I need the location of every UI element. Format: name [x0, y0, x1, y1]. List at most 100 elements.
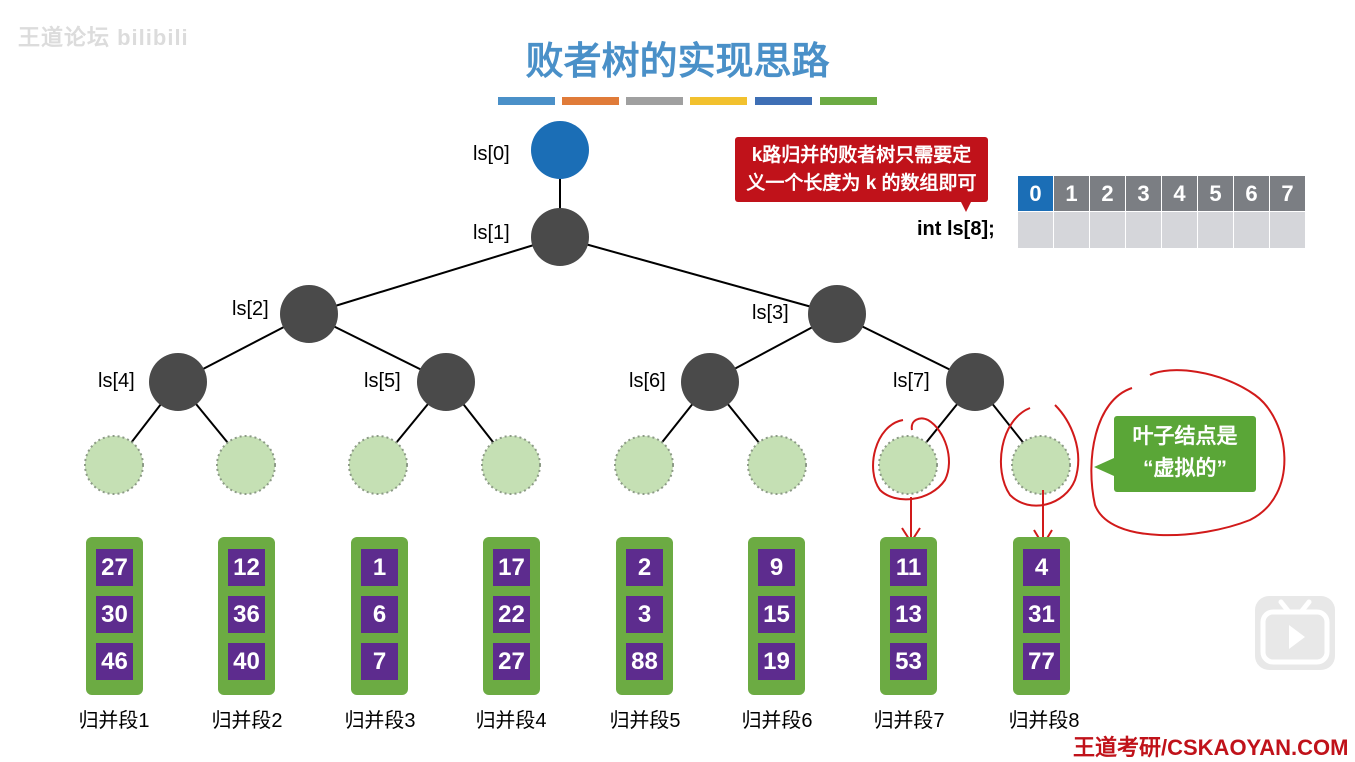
run-label-5: 归并段5 — [609, 710, 681, 732]
ls-array-index: 0 — [1017, 175, 1054, 212]
ls-array-index: 5 — [1197, 175, 1234, 212]
node-label-ls1: ls[1] — [473, 222, 510, 244]
run-label-6: 归并段6 — [741, 710, 813, 732]
handwritten-annotations — [872, 369, 1286, 547]
tree-node-3 — [808, 285, 866, 343]
run-cell: 46 — [96, 643, 133, 680]
run-cell: 40 — [228, 643, 265, 680]
node-label-ls4: ls[4] — [98, 370, 135, 392]
play-icon — [1260, 599, 1330, 665]
merge-run-6: 9 15 19 — [748, 537, 805, 695]
ls-array-index: 2 — [1089, 175, 1126, 212]
ls-array-value — [1089, 211, 1126, 249]
virtual-leaf-5 — [614, 435, 674, 495]
ls-array-index-row: 0 1 2 3 4 5 6 7 — [1017, 175, 1306, 212]
tree-node-7 — [946, 353, 1004, 411]
run-cell: 1 — [361, 549, 398, 586]
run-cell: 11 — [890, 549, 927, 586]
virtual-leaf-6 — [747, 435, 807, 495]
run-cell: 6 — [361, 596, 398, 633]
annotation-circle-leaf7 — [872, 417, 950, 501]
virtual-leaf-1 — [84, 435, 144, 495]
virtual-leaf-nodes — [84, 435, 1071, 495]
run-cell: 4 — [1023, 549, 1060, 586]
leaf-note-line-1: 叶子结点是 — [1132, 425, 1238, 448]
page-title: 败者树的实现思路 — [525, 41, 830, 83]
node-label-ls2: ls[2] — [232, 298, 269, 320]
title-colorbar-2 — [562, 97, 619, 105]
footer-brand: 王道考研/CSKAOYAN.COM — [1073, 735, 1349, 760]
tree-node-4 — [149, 353, 207, 411]
run-cell: 27 — [493, 643, 530, 680]
merge-run-7: 11 13 53 — [880, 537, 937, 695]
watermark: 王道论坛 bilibili — [18, 25, 189, 50]
run-cell: 13 — [890, 596, 927, 633]
run-cell: 7 — [361, 643, 398, 680]
run-cell: 19 — [758, 643, 795, 680]
node-label-ls3: ls[3] — [752, 302, 789, 324]
run-cell: 15 — [758, 596, 795, 633]
run-label-2: 归并段2 — [211, 710, 283, 732]
tree-node-2 — [280, 285, 338, 343]
virtual-leaf-3 — [348, 435, 408, 495]
ls-array-index: 3 — [1125, 175, 1162, 212]
ls-array-value-row — [1017, 211, 1306, 249]
leaf-note-line-2: “虚拟的” — [1143, 457, 1227, 480]
title-colorbar-1 — [498, 97, 555, 105]
run-cell: 9 — [758, 549, 795, 586]
virtual-leaf-2 — [216, 435, 276, 495]
run-cell: 30 — [96, 596, 133, 633]
leaf-note-box: 叶子结点是 “虚拟的” — [1114, 416, 1256, 492]
run-cell: 2 — [626, 549, 663, 586]
callout-box: k路归并的败者树只需要定 义一个长度为 k 的数组即可 — [735, 137, 988, 202]
node-label-ls6: ls[6] — [629, 370, 666, 392]
play-button[interactable] — [1255, 596, 1335, 670]
ls-array-value — [1017, 211, 1054, 249]
ls-array-value — [1161, 211, 1198, 249]
tree-root-node — [531, 121, 589, 179]
title-colorbar-4 — [690, 97, 747, 105]
merge-run-5: 2 3 88 — [616, 537, 673, 695]
merge-run-1: 27 30 46 — [86, 537, 143, 695]
merge-run-2: 12 36 40 — [218, 537, 275, 695]
tree-node-1 — [531, 208, 589, 266]
tree-node-5 — [417, 353, 475, 411]
title-colorbar-3 — [626, 97, 683, 105]
tree-node-6 — [681, 353, 739, 411]
ls-array-index: 1 — [1053, 175, 1090, 212]
node-label-ls0: ls[0] — [473, 143, 510, 165]
merge-run-3: 1 6 7 — [351, 537, 408, 695]
node-label-ls5: ls[5] — [364, 370, 401, 392]
run-cell: 3 — [626, 596, 663, 633]
node-label-ls7: ls[7] — [893, 370, 930, 392]
virtual-leaf-7 — [878, 435, 938, 495]
run-cell: 36 — [228, 596, 265, 633]
ls-array: 0 1 2 3 4 5 6 7 — [1017, 175, 1306, 249]
callout-line-2: 义一个长度为 k 的数组即可 — [746, 173, 977, 194]
callout-line-1: k路归并的败者树只需要定 — [751, 145, 972, 166]
callout-tail — [960, 200, 972, 212]
run-cell: 17 — [493, 549, 530, 586]
annotation-circle-note — [1090, 369, 1286, 537]
run-label-8: 归并段8 — [1008, 710, 1080, 732]
run-cell: 27 — [96, 549, 133, 586]
run-label-3: 归并段3 — [344, 710, 416, 732]
ls-array-index: 4 — [1161, 175, 1198, 212]
leaf-note-tail — [1094, 458, 1114, 476]
ls-array-index: 6 — [1233, 175, 1270, 212]
run-label-1: 归并段1 — [78, 710, 150, 732]
title-colorbar-6 — [820, 97, 877, 105]
array-declaration: int ls[8]; — [917, 218, 995, 240]
annotation-arrow-leaf7 — [901, 497, 921, 544]
merge-run-8: 4 31 77 — [1013, 537, 1070, 695]
run-cell: 12 — [228, 549, 265, 586]
title-colorbar-5 — [755, 97, 812, 105]
ls-array-index: 7 — [1269, 175, 1306, 212]
ls-array-value — [1233, 211, 1270, 249]
run-cell: 53 — [890, 643, 927, 680]
run-cell: 31 — [1023, 596, 1060, 633]
virtual-leaf-4 — [481, 435, 541, 495]
ls-array-value — [1053, 211, 1090, 249]
run-cell: 77 — [1023, 643, 1060, 680]
